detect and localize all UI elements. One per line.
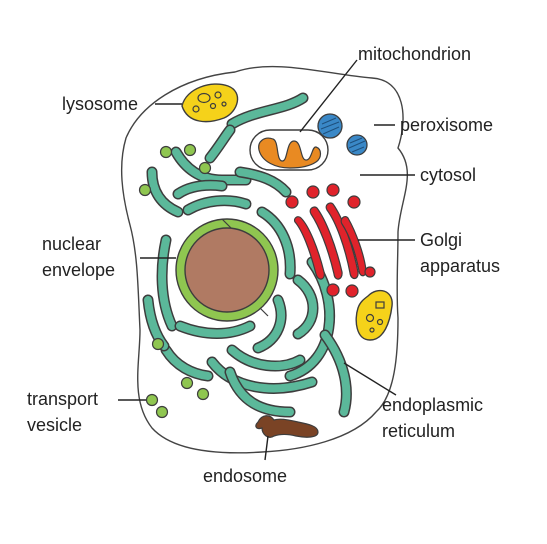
leader-lines [118,59,415,461]
leader-mitochondrion [299,59,358,133]
label-lysosome: lysosome [62,94,138,114]
leader-er [343,362,397,396]
label-golgi-line2: apparatus [420,256,500,276]
label-nuclear-envelope-line1: nuclear [42,234,101,254]
transport-vesicles [138,143,212,419]
lysosome [181,83,239,123]
label-mitochondrion: mitochondrion [358,44,471,64]
label-endosome: endosome [203,466,287,486]
nucleus [184,227,270,313]
labels: mitochondrion lysosome peroxisome cytoso… [27,44,500,486]
nuclear-pore [221,218,232,229]
label-transport-vesicle-line1: transport [27,389,98,409]
label-transport-vesicle-line2: vesicle [27,415,82,435]
golgi-apparatus [285,183,376,298]
peroxisome-2 [346,134,368,156]
lysosome-2 [355,289,393,341]
mitochondrion [249,129,329,171]
nuclear-pore [259,307,269,317]
label-er-line2: reticulum [382,421,455,441]
label-golgi-line1: Golgi [420,230,462,250]
endoplasmic-reticulum [142,92,352,418]
leader-endosome [264,435,269,461]
label-cytosol: cytosol [420,165,476,185]
label-er-line1: endoplasmic [382,395,483,415]
peroxisome-1 [317,113,343,139]
label-nuclear-envelope-line2: envelope [42,260,115,280]
label-peroxisome: peroxisome [400,115,493,135]
endosome [255,415,319,438]
